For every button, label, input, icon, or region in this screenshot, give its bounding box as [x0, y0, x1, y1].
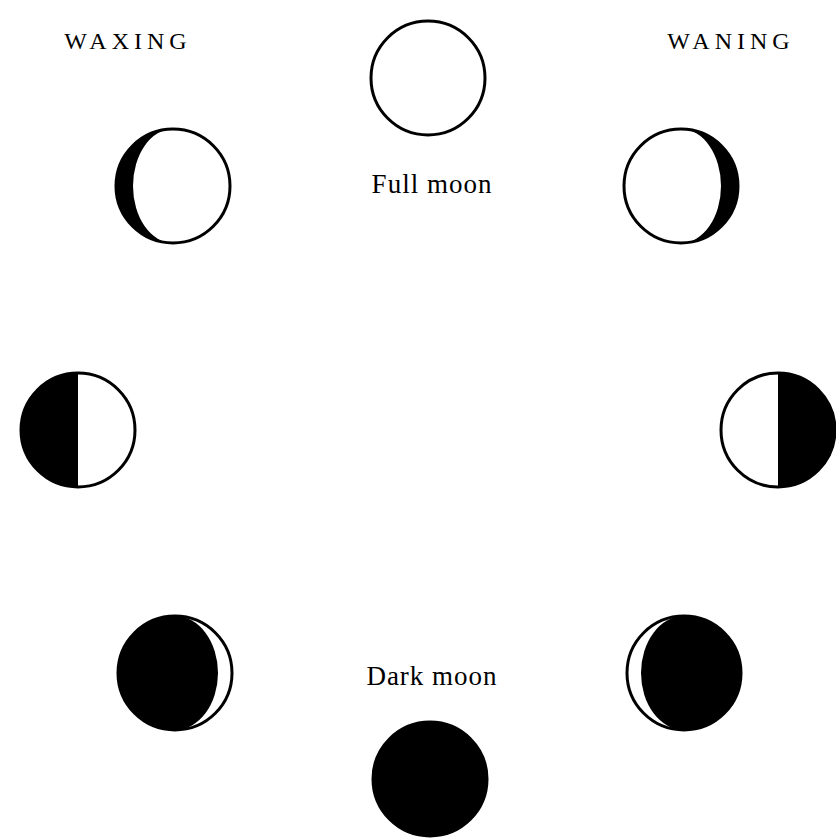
full-moon — [371, 21, 485, 135]
waxing-crescent-moon — [118, 616, 232, 730]
dark-moon — [373, 722, 487, 836]
waning-gibbous-moon — [624, 129, 738, 243]
phase-heading: WAXING — [64, 28, 191, 54]
phase-label: Full moon — [372, 170, 493, 200]
last-quarter-moon — [721, 373, 835, 487]
waxing-gibbous-moon — [116, 129, 230, 243]
first-quarter-moon — [21, 373, 135, 487]
phase-label: Dark moon — [366, 662, 497, 692]
phase-heading: WANING — [667, 28, 794, 54]
waning-crescent-moon — [627, 616, 741, 730]
